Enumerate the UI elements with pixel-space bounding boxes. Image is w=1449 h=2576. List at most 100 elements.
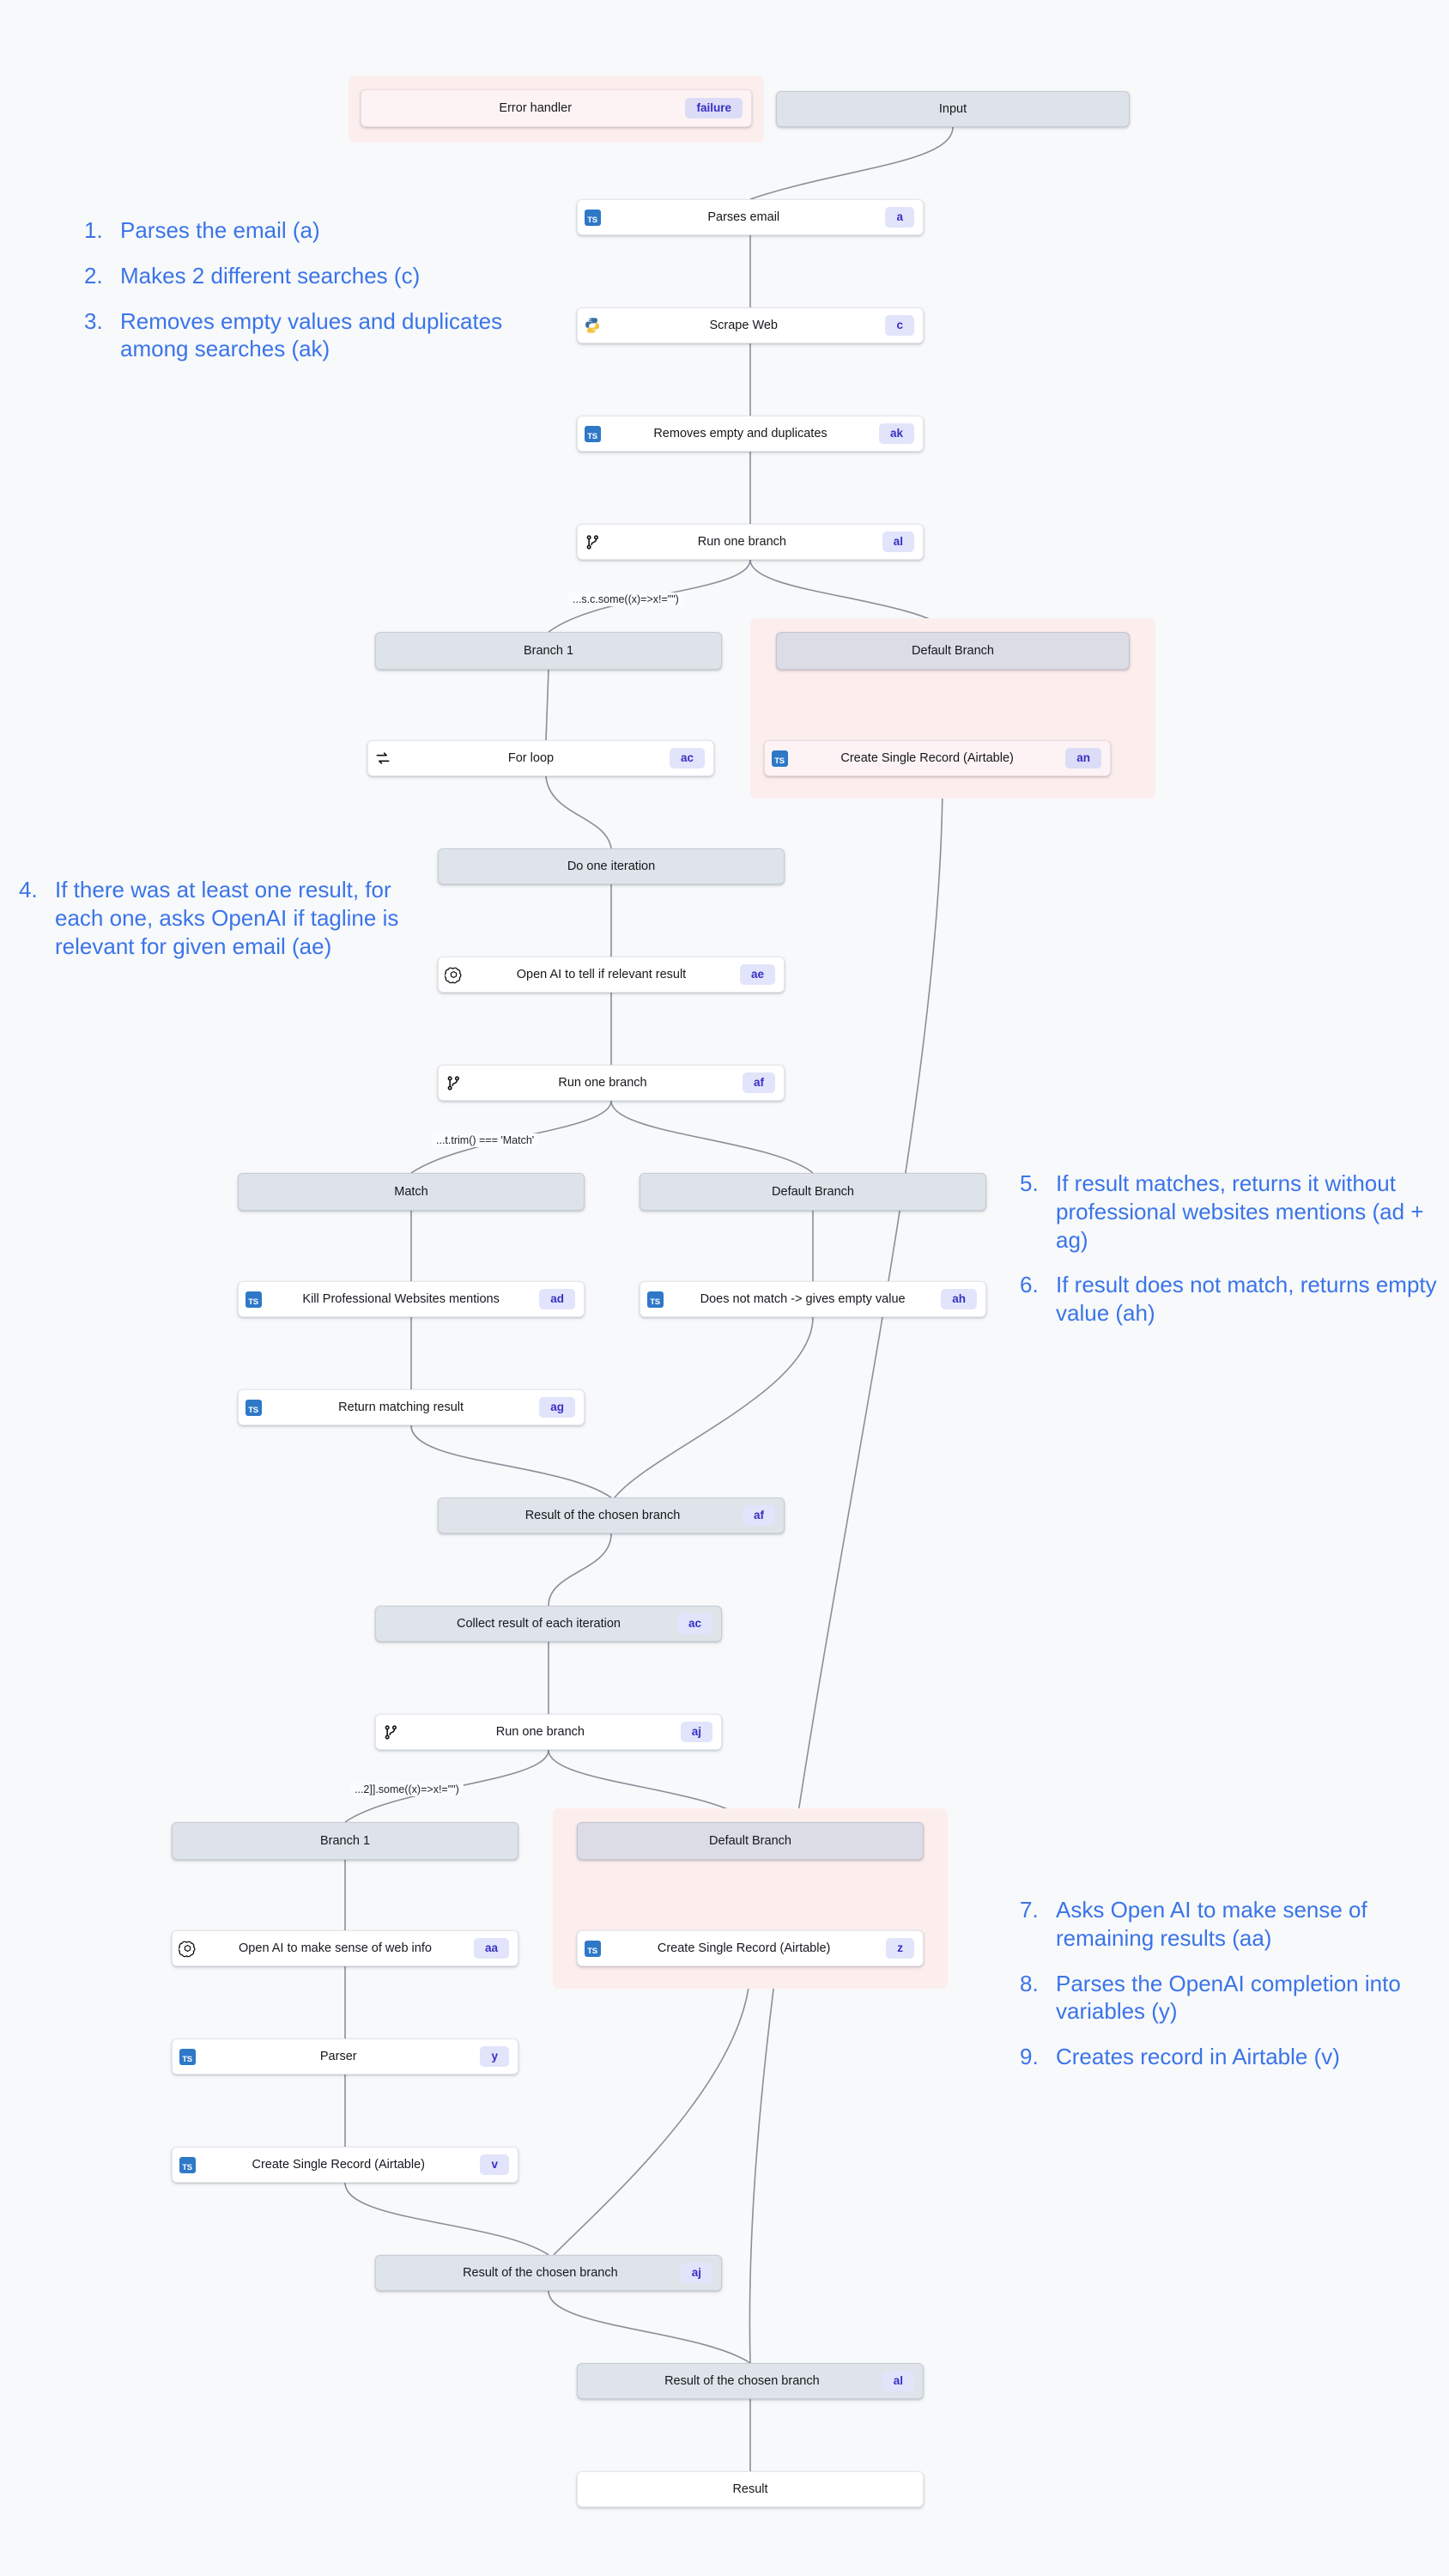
node-label: Match — [394, 1185, 428, 1199]
annotation-number: 1. — [84, 217, 103, 243]
annotation-text: If result does not match, returns empty … — [1056, 1272, 1437, 1326]
node-parser[interactable]: TS Parser y — [172, 2038, 518, 2075]
node-label: Create Single Record (Airtable) — [252, 2158, 425, 2172]
edge-expression-expr_al: ...s.c.some((x)=>x!="") — [568, 592, 683, 606]
annotation-text: Parses the email (a) — [120, 217, 320, 243]
annotation-number: 6. — [1020, 1272, 1039, 1298]
python-icon — [578, 317, 607, 334]
node-label: Default Branch — [772, 1185, 854, 1199]
typescript-icon: TS — [239, 1291, 268, 1308]
node-badge: ae — [739, 964, 775, 985]
openai-icon — [173, 1940, 202, 1958]
annotation-number: 2. — [84, 262, 103, 289]
node-label: Does not match -> gives empty value — [700, 1292, 906, 1306]
annot-right-mid: 5.If result matches, returns it without … — [1020, 1170, 1439, 1327]
node-badge: z — [886, 1938, 914, 1959]
node-label: Create Single Record (Airtable) — [840, 751, 1014, 765]
annotation-number: 9. — [1020, 2044, 1039, 2069]
node-badge: v — [480, 2154, 509, 2175]
node-match_header[interactable]: Match — [238, 1173, 585, 1211]
annotation-text: Removes empty values and duplicates amon… — [120, 307, 503, 362]
edge-create_record_z-to-result_chosen_aj — [553, 1965, 751, 2256]
typescript-icon: TS — [173, 2048, 202, 2065]
node-result_final[interactable]: Result — [577, 2471, 924, 2507]
node-label: Collect result of each iteration — [456, 1617, 621, 1631]
typescript-icon: TS — [640, 1291, 670, 1308]
node-label: Parser — [319, 2050, 357, 2063]
edge-for_loop-to-do_one_iteration — [545, 775, 612, 849]
annotation-text: Creates record in Airtable (v) — [1056, 2044, 1340, 2069]
node-badge: ag — [539, 1397, 575, 1418]
node-label: Open AI to make sense of web info — [239, 1941, 432, 1955]
node-default_branch_top[interactable]: Default Branch — [776, 632, 1130, 670]
node-badge: an — [1065, 748, 1101, 769]
annotation-number: 7. — [1020, 1897, 1039, 1923]
node-label: Result of the chosen branch — [463, 2266, 618, 2280]
annotation-item: 7.Asks Open AI to make sense of remainin… — [1020, 1896, 1406, 1953]
annotation-item: 1. Parses the email (a) — [84, 216, 530, 245]
node-label: Default Branch — [912, 644, 994, 658]
edge-return_matching-to-result_chosen_af — [410, 1425, 612, 1498]
node-do_one_iteration[interactable]: Do one iteration — [438, 848, 785, 884]
node-label: Run one branch — [558, 1076, 647, 1090]
annotation-number: 8. — [1020, 1970, 1039, 1996]
edge-expression-expr_aj: ...2]].some((x)=>x!="") — [350, 1783, 464, 1796]
annotation-item: 6. If result does not match, returns empt… — [1020, 1271, 1439, 1327]
node-badge: a — [885, 207, 914, 228]
node-does_not_match[interactable]: TS Does not match -> gives empty value ah — [640, 1281, 986, 1317]
edge-expression-expr_af: ...t.trim() === 'Match' — [432, 1133, 539, 1147]
annotation-item: 3. Removes empty values and duplicates am… — [84, 307, 530, 364]
typescript-icon: TS — [239, 1399, 268, 1416]
node-badge: aj — [680, 2263, 712, 2283]
node-collect_result[interactable]: Collect result of each iteration ac — [375, 1606, 722, 1642]
node-badge: ak — [878, 423, 914, 444]
node-label: Branch 1 — [319, 1834, 371, 1848]
node-label: Result — [732, 2482, 768, 2496]
node-default_branch_bottom[interactable]: Default Branch — [577, 1822, 924, 1860]
node-badge: ac — [669, 748, 705, 769]
node-badge: af — [742, 1505, 775, 1526]
edge-run_one_branch_af-to-default_branch_mid — [610, 1100, 814, 1174]
node-branch_1_bottom[interactable]: Branch 1 — [172, 1822, 518, 1860]
annotation-number: 3. — [84, 307, 103, 334]
node-input[interactable]: Input — [776, 91, 1130, 127]
annotation-item: 8.Parses the OpenAI completion into vari… — [1020, 1970, 1406, 2026]
node-default_branch_mid[interactable]: Default Branch — [640, 1173, 986, 1211]
node-badge: y — [480, 2046, 509, 2067]
node-label: Branch 1 — [523, 644, 574, 658]
git-branch-icon — [578, 534, 607, 550]
edge-create_record_v-to-result_chosen_aj — [344, 2182, 549, 2256]
annotation-number: 5. — [1020, 1170, 1039, 1196]
node-badge: ah — [941, 1289, 977, 1309]
node-branch_1_top[interactable]: Branch 1 — [375, 632, 722, 670]
annotation-item: 2.Makes 2 different searches (c) — [84, 262, 530, 290]
node-label: Run one branch — [697, 535, 786, 549]
edge-branch_1_top-to-for_loop — [545, 669, 549, 741]
node-label: Run one branch — [495, 1725, 585, 1739]
node-result_chosen_aj[interactable]: Result of the chosen branch aj — [375, 2255, 722, 2291]
node-badge: al — [882, 2371, 914, 2391]
node-label: Do one iteration — [567, 860, 656, 873]
node-label: Input — [938, 102, 967, 116]
openai-icon — [439, 966, 468, 984]
typescript-icon: TS — [578, 425, 607, 442]
node-badge: ac — [676, 1613, 712, 1634]
